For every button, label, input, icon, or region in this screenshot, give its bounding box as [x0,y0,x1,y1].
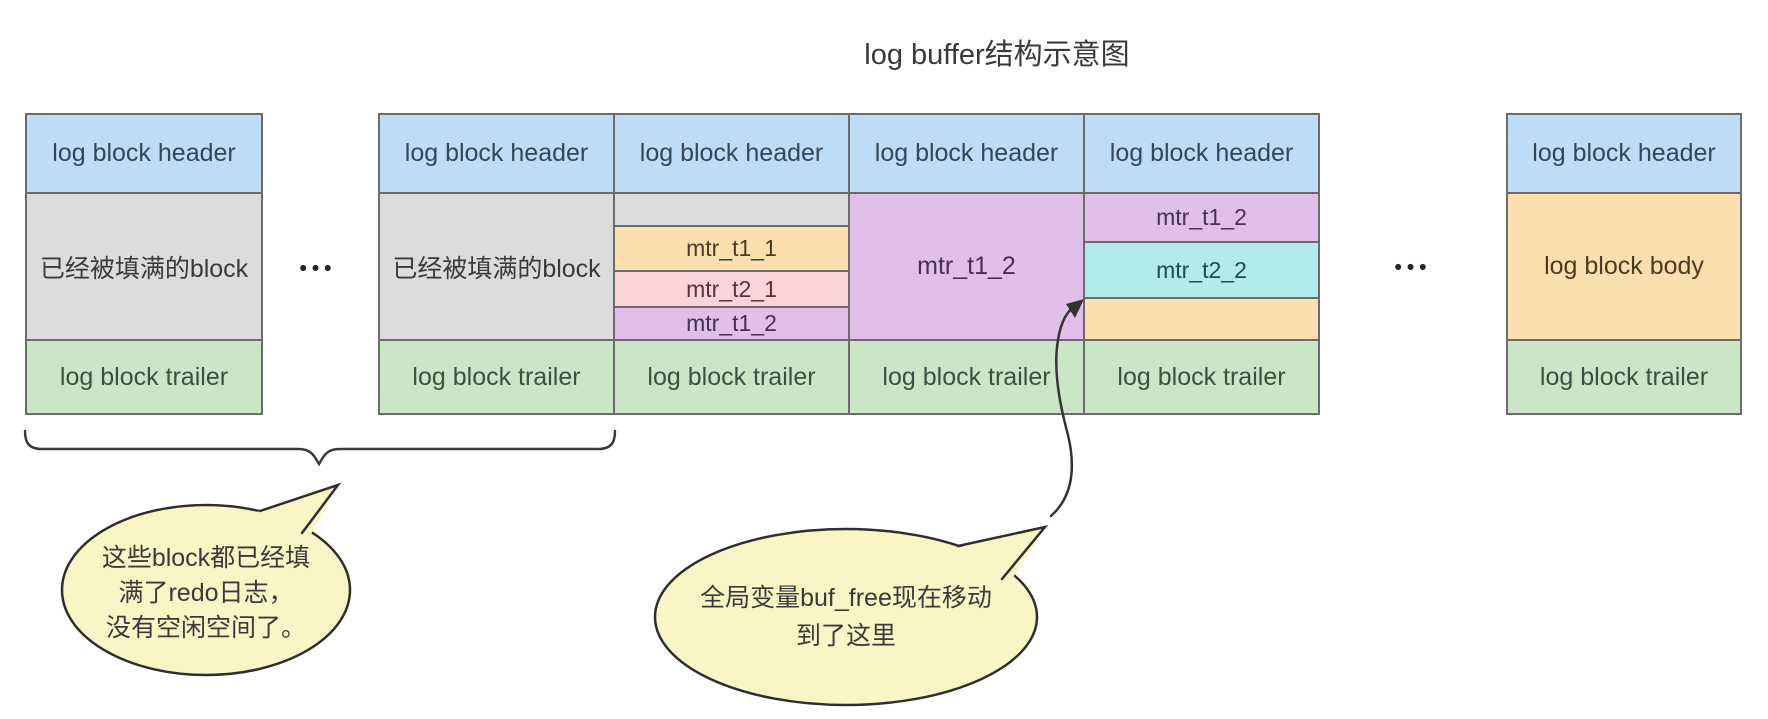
log-block-header-cell: log block header [615,115,848,194]
log-block-3: log block header mtr_t1_1 mtr_t2_1 mtr_t… [615,113,850,415]
log-block-trailer-cell: log block trailer [1508,341,1740,413]
log-block-trailer-cell: log block trailer [380,341,613,413]
log-block-4: log block header mtr_t1_2 log block trai… [850,113,1085,415]
mtr-t1-2-cell: mtr_t1_2 [850,194,1083,341]
log-block-trailer-cell: log block trailer [850,341,1083,413]
callout-buf-free-text: 全局变量buf_free现在移动 到了这里 [646,579,1046,655]
log-block-trailer-cell: log block trailer [615,341,848,413]
speech-bubble-tail [248,485,338,536]
ellipsis-dots-left: ••• [299,257,337,280]
log-block-header-cell: log block header [380,115,613,194]
log-block-5: log block header mtr_t1_2 mtr_t2_2 log b… [1085,113,1320,415]
log-block-header-cell: log block header [27,115,261,194]
mtr-t2-1-cell: mtr_t2_1 [615,272,848,308]
filled-block-cell: 已经被填满的block [380,194,613,341]
mtr-t1-1-cell: mtr_t1_1 [615,227,848,272]
callout-line: 没有空闲空间了。 [105,614,306,642]
log-block-trailer-cell: log block trailer [1085,341,1318,413]
speech-bubble-tail-outline [258,482,342,535]
log-block-trailer-cell: log block trailer [27,341,261,413]
speech-bubble-tail [948,527,1045,582]
log-block-1: log block header 已经被填满的block log block t… [25,113,263,415]
mtr-t1-2-cell: mtr_t1_2 [615,308,848,341]
diagram-title: log buffer结构示意图 [864,39,1130,71]
free-space-cell [1085,299,1318,341]
callout-line: 满了redo日志， [118,579,294,607]
brace-filled-blocks [23,429,617,467]
log-block-header-cell: log block header [1085,115,1318,194]
ellipsis-dots-right: ••• [1394,256,1432,279]
leftover-space-cell [615,194,848,227]
log-block-2: log block header 已经被填满的block log block t… [378,113,615,415]
filled-block-cell: 已经被填满的block [27,194,261,341]
callout-filled-blocks-text: 这些block都已经填 满了redo日志， 没有空闲空间了。 [56,541,356,646]
log-block-body-cell: log block body [1508,194,1740,341]
speech-bubble-tail-outline [956,525,1049,581]
log-block-6: log block header log block body log bloc… [1506,113,1742,415]
mtr-t2-2-cell: mtr_t2_2 [1085,243,1318,299]
log-block-header-cell: log block header [850,115,1083,194]
callout-line: 到了这里 [795,622,896,650]
callout-line: 全局变量buf_free现在移动 [700,584,992,612]
mtr-t1-2-cell: mtr_t1_2 [1085,194,1318,243]
callout-line: 这些block都已经填 [101,544,311,572]
log-block-header-cell: log block header [1508,115,1740,194]
